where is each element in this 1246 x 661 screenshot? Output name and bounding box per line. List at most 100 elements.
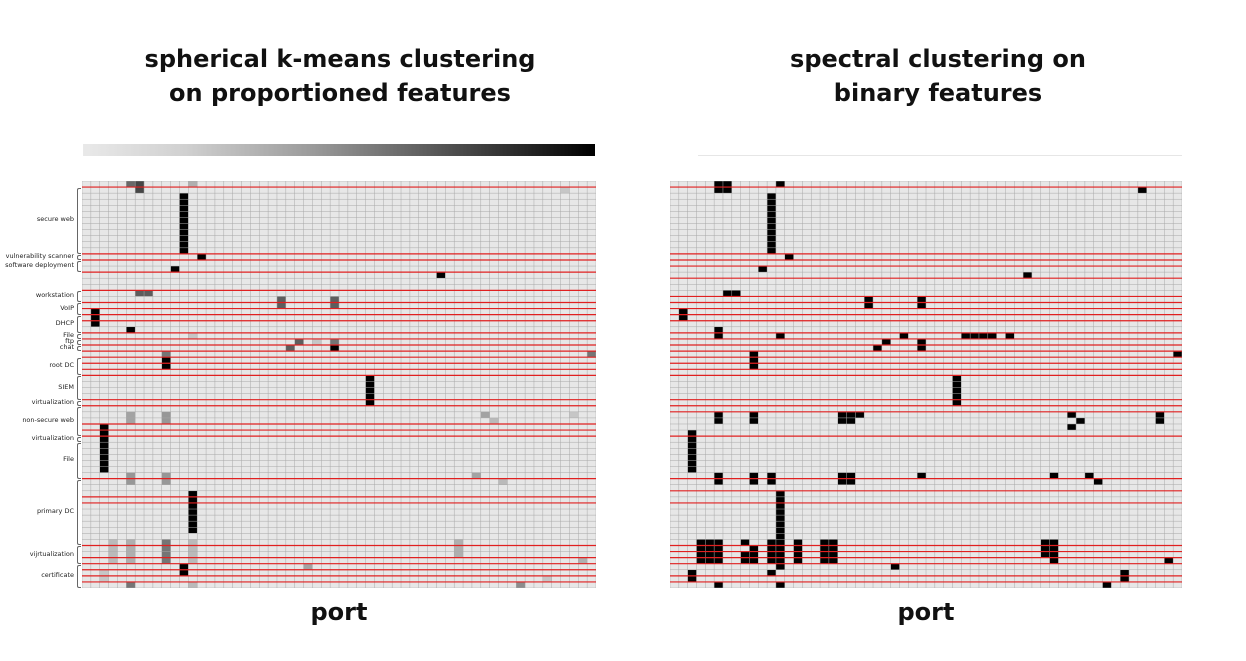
heatmap-cell: [890, 563, 900, 570]
heatmap-cell: [767, 569, 776, 576]
heatmap-cell: [970, 332, 979, 339]
row-label: virtualization: [31, 397, 74, 406]
colorbar: [83, 144, 595, 156]
row-label-brace: [77, 376, 81, 400]
heatmap-cell: [1040, 539, 1050, 558]
row-label: File: [63, 455, 74, 464]
row-label-brace: [77, 479, 81, 546]
heatmap-cell: [1084, 472, 1094, 479]
heatmap-cell: [978, 332, 988, 339]
row-label: workstation: [35, 291, 74, 300]
heatmap-cell: [498, 478, 508, 485]
row-label: primary DC: [36, 507, 74, 516]
heatmap-cell: [1093, 478, 1103, 485]
heatmap-cell: [197, 253, 207, 260]
heatmap-cell: [987, 332, 997, 339]
heatmap-cell: [775, 332, 785, 339]
row-label: vulnerability scanner: [5, 251, 74, 260]
heatmap-cell: [961, 332, 971, 339]
heatmap-cell: [873, 345, 882, 352]
row-label-brace: [77, 443, 81, 479]
heatmap-cell: [516, 581, 526, 588]
heatmap-cell: [881, 338, 891, 346]
heatmap-cell: [330, 345, 339, 352]
heatmap-cell: [1102, 581, 1112, 588]
heatmap-cell: [775, 581, 785, 588]
row-label-brace: [77, 400, 81, 406]
heatmap-cell: [722, 290, 732, 297]
heatmap-cell: [749, 351, 759, 370]
heatmap-cell: [1067, 423, 1077, 431]
heatmap-cell: [161, 351, 171, 358]
heatmap-cell: [1137, 187, 1147, 194]
heatmap-cell: [587, 351, 596, 358]
row-label-brace: [77, 564, 81, 588]
row-label-brace: [77, 346, 81, 352]
row-label: File: [63, 330, 74, 339]
heatmap-cell: [303, 563, 313, 570]
heatmap-cell: [560, 187, 570, 194]
heatmap-cell: [436, 272, 446, 279]
heatmap-cell: [312, 338, 322, 346]
row-label: non-secure web: [22, 415, 74, 424]
right-colorbar-placeholder: [698, 155, 1182, 156]
heatmap-cell: [144, 290, 153, 297]
row-label-brace: [77, 188, 81, 254]
heatmap-cell: [471, 472, 481, 479]
row-label-brace: [77, 437, 81, 443]
right-heatmap-svg: [670, 181, 1182, 588]
heatmap-cell: [1067, 411, 1077, 418]
heatmap-cell: [365, 375, 375, 406]
row-label-brace: [77, 303, 81, 315]
heatmap-cell: [135, 290, 145, 297]
row-label-brace: [77, 333, 81, 339]
heatmap-cell: [775, 181, 785, 188]
heatmap-cell: [855, 411, 865, 418]
row-label-brace: [77, 358, 81, 376]
right-heatmap: [670, 181, 1182, 588]
row-label-brace: [77, 254, 81, 260]
heatmap-cell: [714, 581, 723, 588]
row-label-brace: [77, 315, 81, 333]
heatmap-cell: [126, 181, 136, 188]
row-label: chat: [59, 343, 74, 352]
row-label-brace: [77, 546, 81, 564]
row-label-brace: [77, 339, 81, 345]
row-label: ftp: [65, 336, 74, 345]
right-chart-title: spectral clustering on binary features: [790, 45, 1086, 107]
heatmap-cell: [740, 539, 750, 546]
heatmap-cell: [330, 338, 339, 346]
row-label: virtualization: [31, 434, 74, 443]
row-label: secure web: [36, 215, 74, 224]
left-x-axis-label: port: [310, 598, 368, 626]
heatmap-cell: [126, 326, 136, 333]
row-label: vijrtualization: [29, 549, 74, 558]
heatmap-cell: [1049, 472, 1059, 479]
heatmap-cell: [489, 417, 499, 424]
row-label-brace: [77, 291, 81, 303]
heatmap-cell: [952, 375, 962, 406]
heatmap-cell: [188, 490, 198, 534]
heatmap-cell: [899, 332, 909, 339]
heatmap-cell: [1076, 417, 1085, 424]
heatmap-cell: [917, 472, 926, 479]
heatmap-cell: [188, 581, 198, 588]
heatmap-cell: [749, 545, 759, 564]
heatmap-cell: [542, 575, 552, 582]
left-chart-title: spherical k-means clustering on proporti…: [144, 45, 536, 107]
row-label: root DC: [49, 361, 74, 370]
row-label: DHCP: [55, 318, 74, 327]
heatmap-cell: [454, 539, 464, 558]
row-label: software deployment: [5, 261, 74, 270]
left-heatmap: [82, 181, 596, 588]
right-x-axis-label: port: [897, 598, 955, 626]
left-heatmap-svg: [82, 181, 596, 588]
heatmap-cell: [285, 345, 295, 352]
heatmap-cell: [784, 253, 794, 260]
heatmap-cell: [1173, 351, 1182, 358]
heatmap-cell: [758, 266, 768, 273]
heatmap-cell: [731, 290, 741, 297]
row-label-brace: [77, 260, 81, 273]
row-label: certificate: [41, 570, 74, 579]
row-label: VoIP: [60, 303, 74, 312]
